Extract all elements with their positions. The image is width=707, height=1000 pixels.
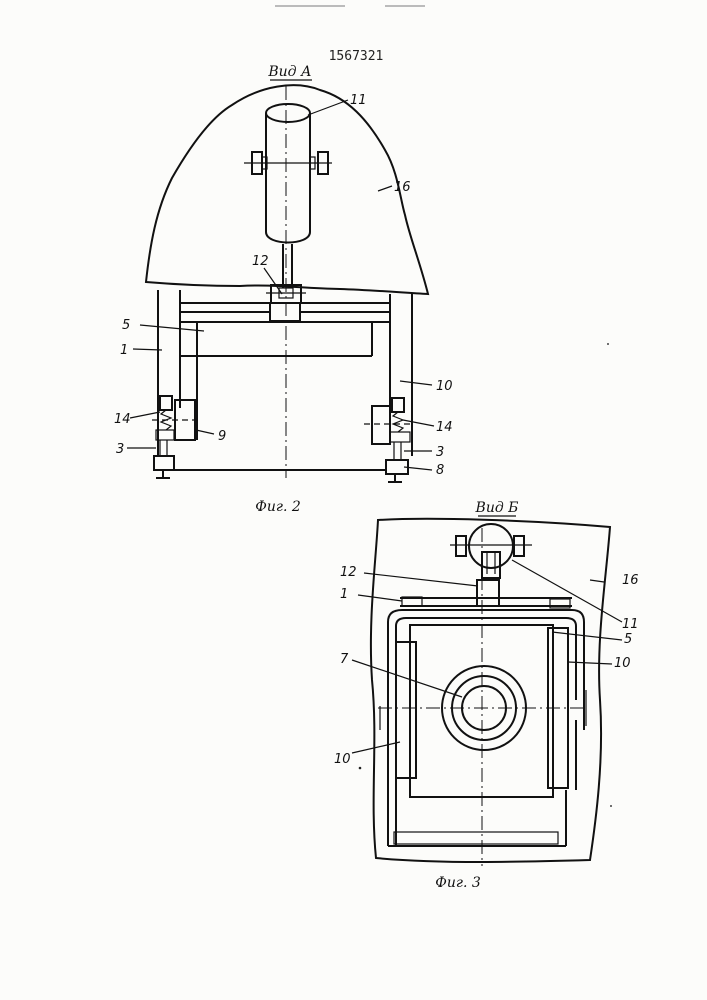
fig3-callout-10-right: 10 xyxy=(614,656,631,671)
figure-2: Вид А xyxy=(114,64,453,515)
fig3-callout-10-left: 10 xyxy=(334,752,351,767)
scan-speck xyxy=(359,767,362,770)
patent-number: 1567321 xyxy=(329,49,384,64)
leader-10 xyxy=(400,381,432,385)
right-guide-block xyxy=(372,406,390,444)
fig3-callout-7: 7 xyxy=(340,652,349,667)
fig2-callout-10: 10 xyxy=(436,379,453,394)
right-spring-cap xyxy=(392,398,404,412)
housing-outline xyxy=(146,85,428,294)
fig3-leader-5 xyxy=(552,632,622,640)
fig3-bottom-hatch xyxy=(394,832,558,844)
fig3-caption: Фиг. 3 xyxy=(435,875,481,891)
fig2-callout-9: 9 xyxy=(218,429,226,444)
fig2-callout-16: 16 xyxy=(394,180,411,195)
fig3-housing-outline xyxy=(371,519,610,862)
leader-5 xyxy=(140,325,204,331)
fig3-cylinder-circle xyxy=(469,524,513,568)
leader-14-left xyxy=(130,412,160,418)
right-spring xyxy=(393,412,403,432)
scan-speck xyxy=(607,343,609,345)
fig3-callout-1: 1 xyxy=(340,587,348,602)
fig3-rod-block xyxy=(477,580,499,606)
fig3-leader-12 xyxy=(364,573,478,586)
cylinder-top xyxy=(266,104,310,122)
fig3-leader-7 xyxy=(352,660,462,697)
right-spring-base xyxy=(390,432,410,442)
leader-9 xyxy=(196,430,214,434)
fig2-callout-1: 1 xyxy=(120,343,128,358)
fig3-trunnion-right xyxy=(514,536,524,556)
left-spring-cap xyxy=(160,396,172,410)
fig3-leader-10-left xyxy=(352,742,400,753)
fig2-callout-12: 12 xyxy=(252,254,269,269)
fig2-callout-11: 11 xyxy=(350,93,367,108)
fig2-callout-8: 8 xyxy=(436,463,444,478)
left-foot xyxy=(154,456,174,470)
fig2-view-title: Вид А xyxy=(267,64,311,80)
leader-12 xyxy=(264,268,282,294)
fig3-leader-16 xyxy=(590,580,604,582)
fig2-callout-14-left: 14 xyxy=(114,412,131,427)
leader-11 xyxy=(308,100,348,115)
figure-3: Вид Б xyxy=(334,343,639,891)
leader-16 xyxy=(378,186,392,191)
fig3-trunnion-left xyxy=(456,536,466,556)
fig2-caption: Фиг. 2 xyxy=(255,499,301,515)
fig3-callout-12: 12 xyxy=(340,565,357,580)
fig3-frame-outer xyxy=(388,610,584,846)
fig3-view-title: Вид Б xyxy=(475,500,519,516)
fig2-callout-3-left: 3 xyxy=(116,442,124,457)
fig3-callout-16: 16 xyxy=(622,573,639,588)
clevis-base xyxy=(270,303,300,321)
fig3-clevis xyxy=(482,552,500,578)
fig3-callout-11: 11 xyxy=(622,617,639,632)
cylinder-body xyxy=(266,113,310,243)
fig3-guide-left xyxy=(396,642,416,778)
fig2-callout-14-right: 14 xyxy=(436,420,453,435)
fig2-callout-3-right: 3 xyxy=(436,445,444,460)
leader-14-right xyxy=(403,420,434,426)
fig3-callout-5: 5 xyxy=(624,632,632,647)
scan-speck xyxy=(610,805,612,807)
fig2-callout-5: 5 xyxy=(122,318,130,333)
fig3-leader-1 xyxy=(358,595,402,601)
fig3-leader-10-right xyxy=(568,662,612,664)
